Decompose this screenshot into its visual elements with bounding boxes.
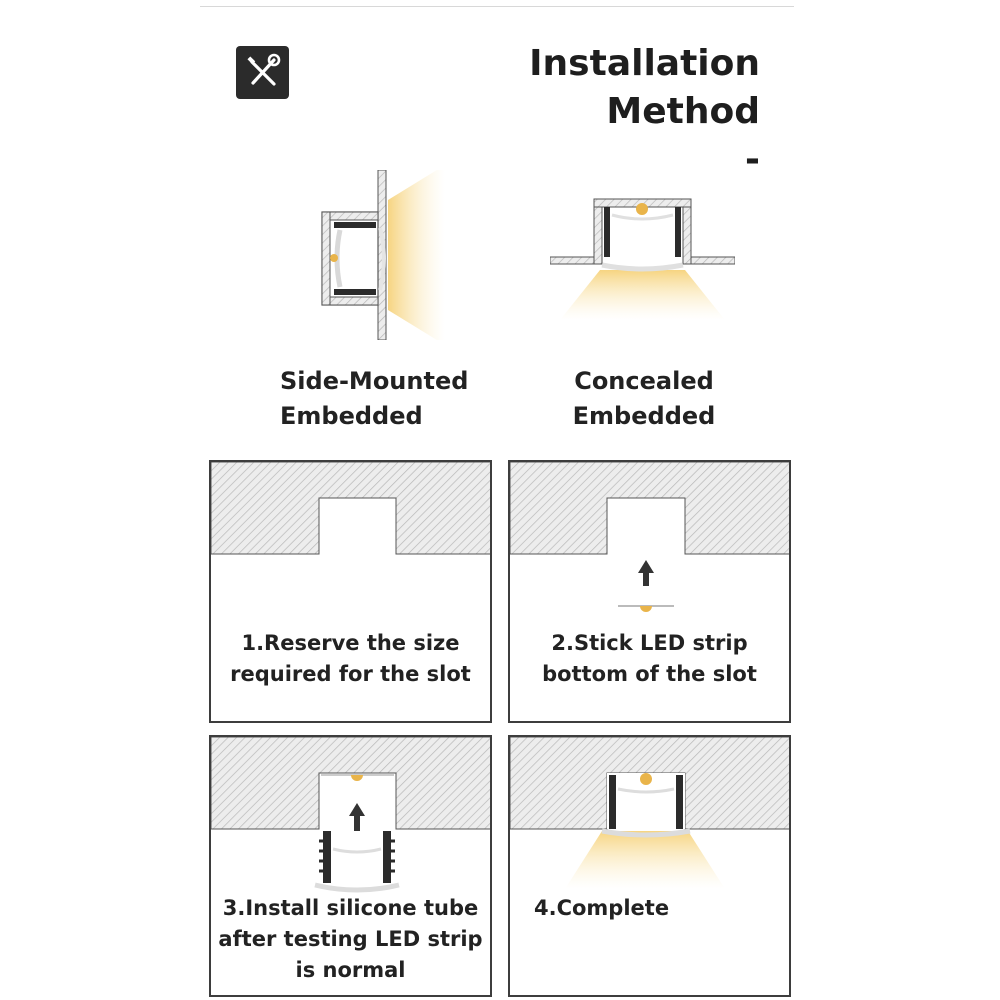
concealed-profile-diagram xyxy=(549,195,736,325)
method-caption-side-mounted: Side-Mounted Embedded xyxy=(280,367,469,430)
title-line-2: Method xyxy=(606,91,760,132)
step-text-3: 3.Install silicone tube after testing LE… xyxy=(218,896,483,982)
silicone-tube-diagram xyxy=(211,737,490,893)
led-strip-diagram xyxy=(510,462,789,612)
side-mounted-profile-diagram xyxy=(310,165,450,345)
title-line-1: Installation xyxy=(529,43,760,84)
slot-diagram xyxy=(211,462,490,555)
page-title: Installation Method - xyxy=(529,40,760,184)
step-text-4: 4.Complete xyxy=(534,896,670,920)
step-text-1: 1.Reserve the size required for the slot xyxy=(230,631,471,686)
top-divider xyxy=(200,6,794,7)
step-panel-3: 3.Install silicone tube after testing LE… xyxy=(209,735,492,997)
step-panel-2: 2.Stick LED strip bottom of the slot xyxy=(508,460,791,723)
step-text-2: 2.Stick LED strip bottom of the slot xyxy=(542,631,757,686)
method-caption-concealed: Concealed Embedded xyxy=(572,367,716,430)
step-panel-4: 4.Complete xyxy=(508,735,791,997)
step-panel-1: 1.Reserve the size required for the slot xyxy=(209,460,492,723)
completed-installation-diagram xyxy=(510,737,789,889)
tools-icon xyxy=(236,46,289,99)
title-line-3: - xyxy=(745,139,760,180)
